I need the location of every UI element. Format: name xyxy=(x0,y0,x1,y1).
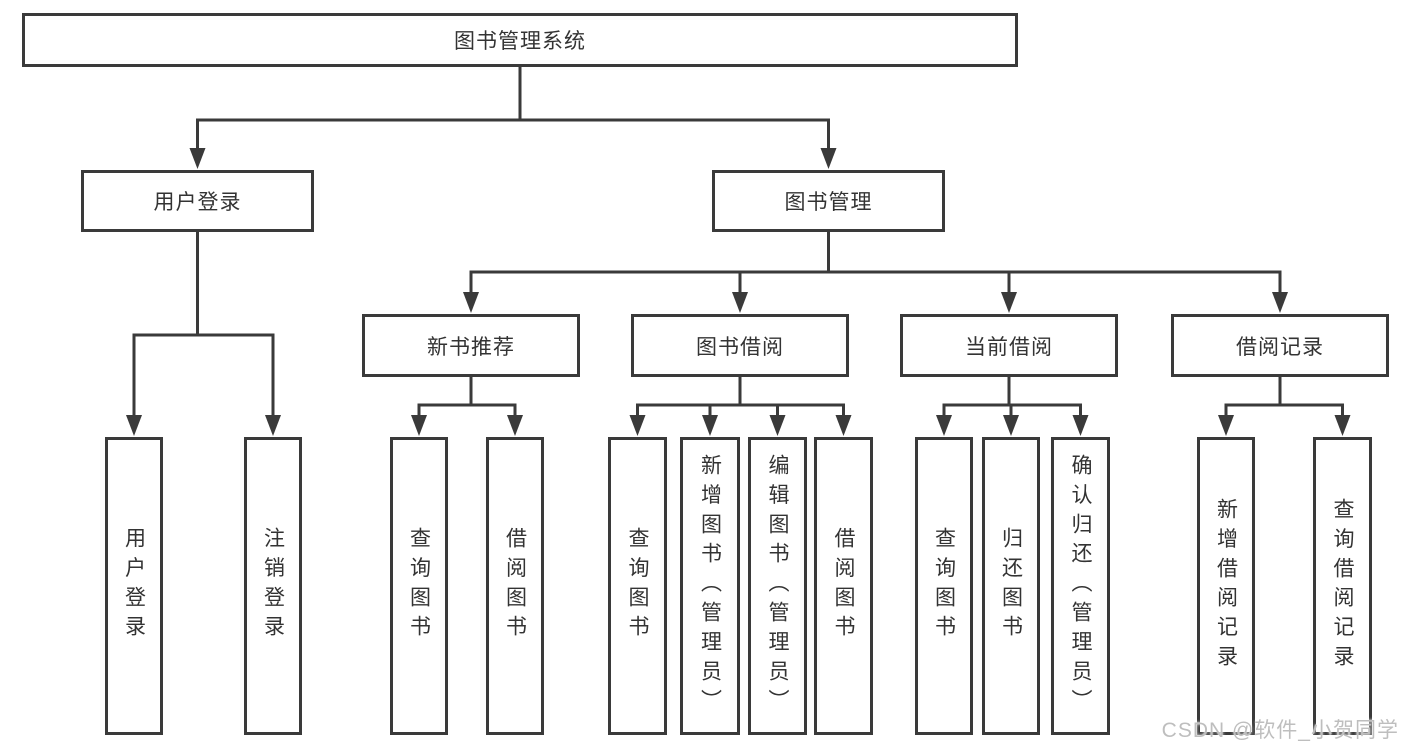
arrowhead-icon xyxy=(189,148,206,169)
node-current-query-books: 查询图书 xyxy=(915,437,973,735)
node-label: 归还图书 xyxy=(999,527,1023,645)
node-new-book-recommend: 新书推荐 xyxy=(362,314,580,377)
node-label: 新增借阅记录 xyxy=(1214,497,1238,675)
node-label: 借阅记录 xyxy=(1236,335,1324,359)
arrowhead-icon xyxy=(507,415,523,436)
node-label: 当前借阅 xyxy=(965,335,1053,359)
node-query-borrow-record: 查询借阅记录 xyxy=(1313,437,1372,735)
node-label: 借阅图书 xyxy=(832,527,855,645)
arrowhead-icon xyxy=(732,292,748,313)
node-label: 编辑图书（管理员） xyxy=(766,453,789,719)
arrowhead-icon xyxy=(629,415,646,436)
arrowhead-icon xyxy=(411,415,427,436)
arrowhead-icon xyxy=(1072,415,1089,436)
node-recommend-query-books: 查询图书 xyxy=(390,437,448,735)
node-label: 查询借阅记录 xyxy=(1331,497,1354,675)
node-borrow-query-books: 查询图书 xyxy=(608,437,667,735)
node-label: 图书管理系统 xyxy=(454,30,586,53)
node-label: 确认归还（管理员） xyxy=(1069,453,1092,719)
node-book-borrow: 图书借阅 xyxy=(631,314,849,377)
node-label: 用户登录 xyxy=(122,527,146,645)
arrowhead-icon xyxy=(820,148,837,169)
arrowhead-icon xyxy=(769,415,786,436)
node-edit-books-admin: 编辑图书（管理员） xyxy=(748,437,807,735)
node-label: 查询图书 xyxy=(932,527,956,645)
node-current-borrow: 当前借阅 xyxy=(900,314,1118,377)
node-confirm-return-admin: 确认归还（管理员） xyxy=(1051,437,1110,735)
node-label: 注销登录 xyxy=(261,527,285,645)
node-label: 查询图书 xyxy=(407,527,431,645)
node-label: 图书借阅 xyxy=(696,335,784,359)
node-return-books: 归还图书 xyxy=(982,437,1040,735)
node-label: 查询图书 xyxy=(626,527,649,645)
node-label: 新增图书（管理员） xyxy=(698,453,722,719)
node-user-login: 用户登录 xyxy=(81,170,314,232)
node-book-management: 图书管理 xyxy=(712,170,945,232)
node-recommend-borrow-books: 借阅图书 xyxy=(486,437,544,735)
arrowhead-icon xyxy=(1218,415,1234,436)
node-add-borrow-record: 新增借阅记录 xyxy=(1197,437,1255,735)
arrowhead-icon xyxy=(1003,415,1019,436)
arrowhead-icon xyxy=(702,415,718,436)
arrowhead-icon xyxy=(265,415,281,436)
arrowhead-icon xyxy=(463,292,479,313)
node-login: 用户登录 xyxy=(105,437,163,735)
node-borrow-books: 借阅图书 xyxy=(814,437,873,735)
node-label: 图书管理 xyxy=(784,191,873,214)
arrowhead-icon xyxy=(936,415,952,436)
arrowhead-icon xyxy=(126,415,142,436)
node-logout: 注销登录 xyxy=(244,437,302,735)
node-label: 用户登录 xyxy=(153,191,242,214)
node-label: 新书推荐 xyxy=(427,335,515,359)
node-root: 图书管理系统 xyxy=(22,13,1018,67)
node-borrow-records: 借阅记录 xyxy=(1171,314,1389,377)
arrowhead-icon xyxy=(1272,292,1288,313)
node-add-books-admin: 新增图书（管理员） xyxy=(680,437,740,735)
node-label: 借阅图书 xyxy=(503,527,527,645)
arrowhead-icon xyxy=(835,415,852,436)
watermark: CSDN @软件_小贺同学 xyxy=(1161,719,1399,742)
arrowhead-icon xyxy=(1334,415,1351,436)
arrowhead-icon xyxy=(1001,292,1017,313)
